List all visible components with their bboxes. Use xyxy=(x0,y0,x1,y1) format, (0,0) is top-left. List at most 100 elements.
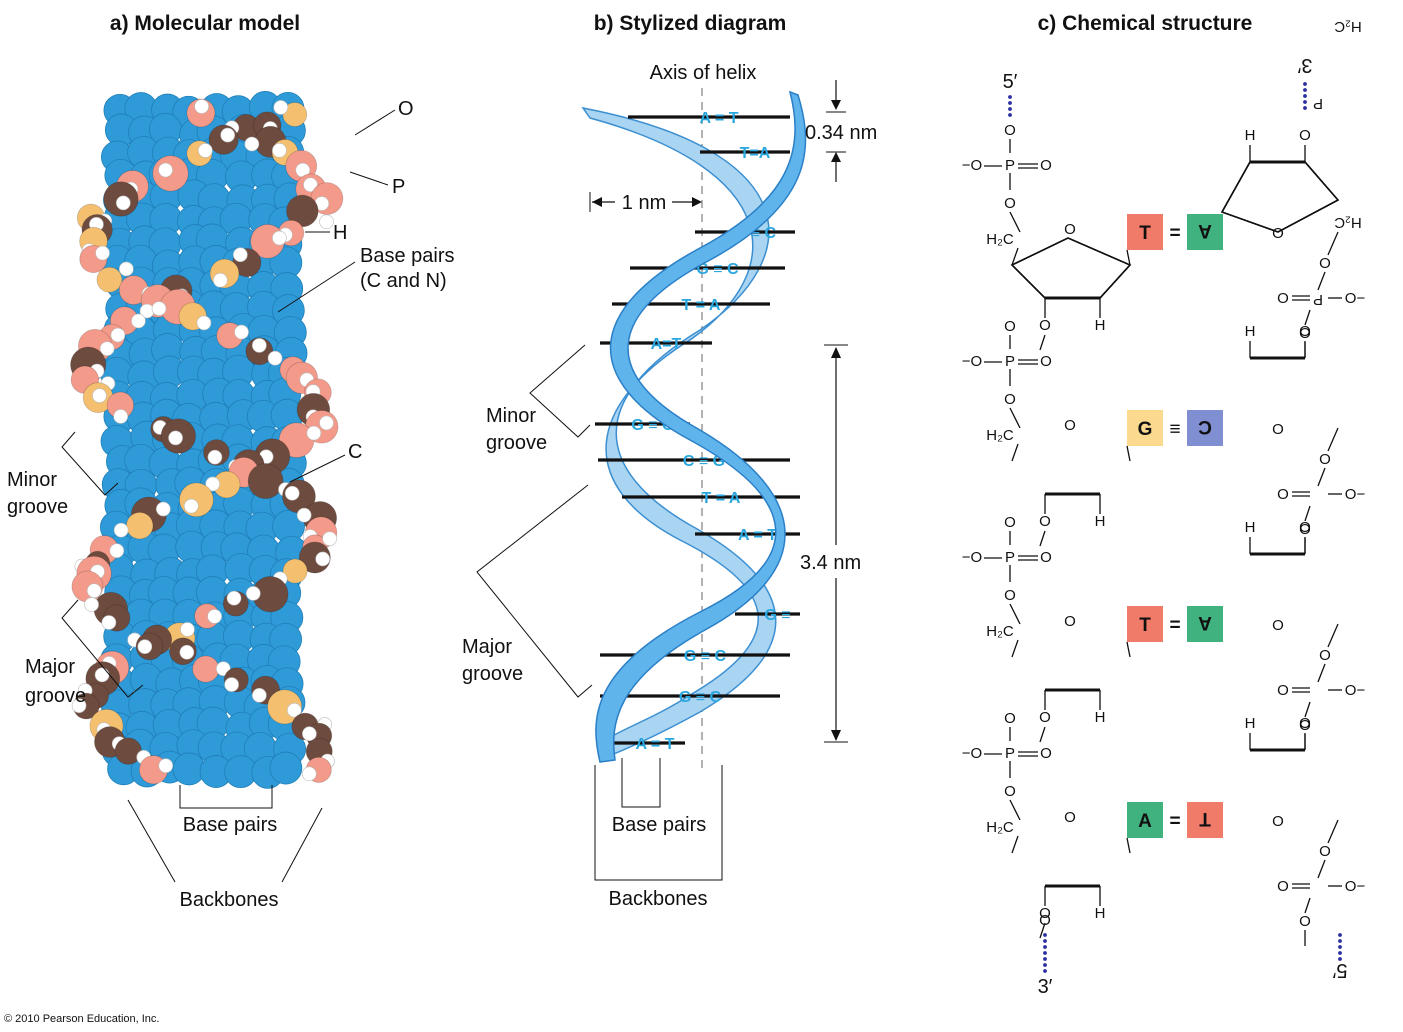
chain-continuation-dot xyxy=(1303,94,1307,98)
major-groove-bracket-a xyxy=(61,599,144,698)
bond xyxy=(1126,249,1131,266)
end-label-5prime-top: 5′ xyxy=(1003,71,1018,93)
hydrogen-atom xyxy=(220,127,235,143)
bond xyxy=(1009,603,1021,625)
sugar-ring-left xyxy=(1010,237,1132,299)
atom-label: O xyxy=(1004,391,1016,408)
atom-label: O xyxy=(1319,843,1331,860)
bond xyxy=(1039,530,1046,547)
atom-label: O xyxy=(1299,717,1311,734)
atom-label: H xyxy=(1245,127,1256,144)
panel-a-title: a) Molecular model xyxy=(110,12,300,35)
atom-label: O xyxy=(1272,617,1284,634)
base-pair-label: G ≡ C xyxy=(679,689,722,706)
hydrogen-atom xyxy=(213,272,228,288)
base-box-left xyxy=(1127,410,1163,446)
base-pair-label: G ≡ xyxy=(764,607,790,624)
atom-label: O xyxy=(1299,323,1311,340)
atom-label: O xyxy=(1299,127,1311,144)
label-major-groove-a-line1: Major xyxy=(25,656,75,678)
atom-label: O xyxy=(1299,715,1311,732)
ch2-label: H₂C xyxy=(986,231,1014,248)
sugar-ring-right xyxy=(1220,161,1340,233)
atom-label: O xyxy=(1039,317,1051,334)
atom-label: O xyxy=(1004,122,1016,139)
label-minor-groove-b-line1: Minor xyxy=(486,405,536,427)
sugar-ring-left xyxy=(1010,237,1132,299)
bond xyxy=(1039,334,1046,351)
base-letter-right: A xyxy=(1198,612,1212,633)
base-box-right xyxy=(1187,214,1223,250)
atom-label: O xyxy=(1040,353,1052,370)
base-letter-right: A xyxy=(1198,220,1212,241)
atom-label: O xyxy=(1277,290,1289,307)
chain-continuation-dot xyxy=(1008,101,1012,105)
base-letter-left: T xyxy=(1139,223,1151,244)
atom-label: O xyxy=(1004,195,1016,212)
hydrogen-atom xyxy=(234,324,249,340)
bond xyxy=(1126,837,1131,854)
bond xyxy=(1327,819,1339,844)
base-letter-left: G xyxy=(1138,419,1153,440)
bond xyxy=(1126,641,1131,658)
bond xyxy=(1327,231,1339,256)
atom-label: O− xyxy=(1345,290,1366,307)
hydrogen-atom xyxy=(151,301,167,316)
hydrogen-atom xyxy=(99,341,115,356)
hydrogen-atom xyxy=(207,609,222,624)
bond xyxy=(1317,467,1326,487)
minor-groove-bracket-b xyxy=(529,344,591,438)
base-pairs-bracket-b xyxy=(621,758,661,808)
atom-label: O xyxy=(1272,813,1284,830)
base-pair-rungs: A = TT=AG ≡ CG ≡ CT = AA=TG ≡ CC ≡ GT = … xyxy=(595,110,800,753)
backbone-atom xyxy=(282,102,308,127)
atom-label: P xyxy=(1313,291,1323,308)
label-minor-groove-b-line2: groove xyxy=(486,432,547,454)
hydrogen-atom xyxy=(158,758,174,773)
atom-label: O xyxy=(1064,417,1076,434)
atom-label: H xyxy=(1245,715,1256,732)
sugar-ring-right xyxy=(1220,161,1340,233)
atom-label: H xyxy=(1095,513,1106,530)
atom-label: O xyxy=(1064,221,1076,238)
hydrogen-atom xyxy=(272,143,287,158)
hydrogen-atom xyxy=(131,313,146,329)
atom-label: H xyxy=(1095,317,1106,334)
panel-a-labels: O P H Base pairs (C and N) C Minor groov… xyxy=(7,98,455,911)
backbone-atom xyxy=(96,266,123,293)
atom-label: H xyxy=(1095,709,1106,726)
hydrogen-atom xyxy=(109,543,125,559)
atom-label: O− xyxy=(1345,878,1366,895)
hydrogen-atom xyxy=(101,615,117,630)
atom-label: P xyxy=(1313,95,1323,112)
atom-label: O− xyxy=(1345,682,1366,699)
atom-label: O xyxy=(1040,745,1052,762)
end-label-3prime-top: 3′ xyxy=(1297,54,1312,76)
bond xyxy=(1009,799,1021,821)
base-box-left xyxy=(1127,606,1163,642)
chain-continuation-dot xyxy=(1043,939,1047,943)
copyright-notice: © 2010 Pearson Education, Inc. xyxy=(4,1013,159,1025)
bond xyxy=(1317,859,1326,879)
sugar-ring-right xyxy=(1220,161,1340,233)
hydrogen-atom xyxy=(319,415,334,431)
atom-label: P xyxy=(1005,745,1015,762)
atom-label: O xyxy=(1272,225,1284,242)
hydrogen-atom xyxy=(207,449,223,465)
atom-label: O xyxy=(1004,514,1016,531)
label-base-pairs-line2: (C and N) xyxy=(360,270,447,292)
bond xyxy=(1327,427,1339,452)
label-minor-groove-a-line1: Minor xyxy=(7,469,57,491)
chain-continuation-dot xyxy=(1008,95,1012,99)
bond xyxy=(1011,247,1019,266)
atom-label: H xyxy=(1245,519,1256,536)
minor-groove-bracket-a xyxy=(61,431,119,496)
atom-label: −O xyxy=(962,745,982,762)
chain-continuation-dot xyxy=(1008,107,1012,111)
end-label-5prime-bottom: 5′ xyxy=(1332,959,1347,981)
label-rise-0-34nm: 0.34 nm xyxy=(805,122,877,144)
hydrogen-atom xyxy=(284,485,300,501)
label-minor-groove-a-line2: groove xyxy=(7,496,68,518)
chain-continuation-dot xyxy=(1043,945,1047,949)
hydrogen-atom xyxy=(306,425,322,441)
